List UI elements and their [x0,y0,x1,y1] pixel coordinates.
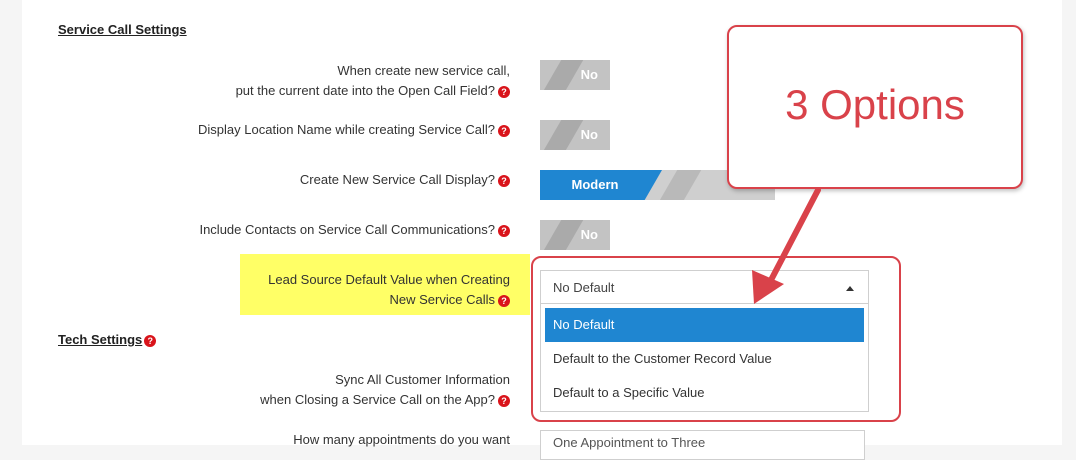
help-icon[interactable]: ? [498,294,510,307]
sync-label-line1: Sync All Customer Information [335,372,510,387]
appointments-text: How many appointments do you want [293,432,510,447]
display-value: Modern [571,177,619,192]
contacts-text: Include Contacts on Service Call Communi… [199,222,495,237]
section-title-tech-text: Tech Settings [58,332,143,347]
contacts-toggle[interactable]: No [540,220,610,250]
location-name-toggle[interactable]: No [540,120,610,150]
toggle-value: No [580,227,598,242]
section-title-tech: Tech Settings? [58,332,157,347]
section-title-service-call: Service Call Settings [58,22,187,37]
lead-source-label: Lead Source Default Value when Creating … [268,270,510,310]
help-icon[interactable]: ? [498,394,510,407]
open-date-label: When create new service call, put the cu… [236,61,510,101]
arrow-shaft [767,187,821,285]
annotation-text: 3 Options [785,81,965,128]
display-text: Create New Service Call Display? [299,172,495,187]
location-name-text: Display Location Name while creating Ser… [198,122,495,137]
open-date-label-line2: put the current date into the Open Call … [235,83,495,98]
open-date-toggle[interactable]: No [540,60,610,90]
display-active-fill [540,170,600,200]
caret-up-icon [846,286,854,291]
help-icon[interactable]: ? [498,174,510,187]
lead-source-select-value: No Default [553,280,615,295]
arrow-head [752,270,784,304]
sync-label: Sync All Customer Information when Closi… [260,370,510,410]
dropdown-option[interactable]: Default to a Specific Value [553,385,705,400]
annotation-callout: 3 Options [727,25,1023,189]
lead-source-label-line2: New Service Calls [389,292,495,307]
help-icon[interactable]: ? [144,334,157,347]
lead-source-highlight [240,254,530,315]
location-name-label: Display Location Name while creating Ser… [198,120,510,140]
lead-source-dropdown: No Default Default to the Customer Recor… [540,304,869,412]
dropdown-option[interactable]: Default to the Customer Record Value [553,351,772,366]
help-icon[interactable]: ? [498,85,510,98]
contacts-label: Include Contacts on Service Call Communi… [199,220,510,240]
open-date-label-line1: When create new service call, [337,63,510,78]
lead-source-label-line1: Lead Source Default Value when Creating [268,272,510,287]
toggle-value: No [580,67,598,82]
display-label: Create New Service Call Display?? [300,170,510,190]
help-icon[interactable]: ? [498,224,510,237]
lead-source-select[interactable]: No Default [540,270,869,304]
dropdown-option[interactable]: No Default [545,308,864,342]
annotation-highlight-box [531,256,901,422]
help-icon[interactable]: ? [498,124,510,137]
sync-label-line2: when Closing a Service Call on the App? [260,392,495,407]
annotation-arrow [752,187,821,304]
toggle-value: No [580,127,598,142]
appointments-label: How many appointments do you want [293,430,510,450]
